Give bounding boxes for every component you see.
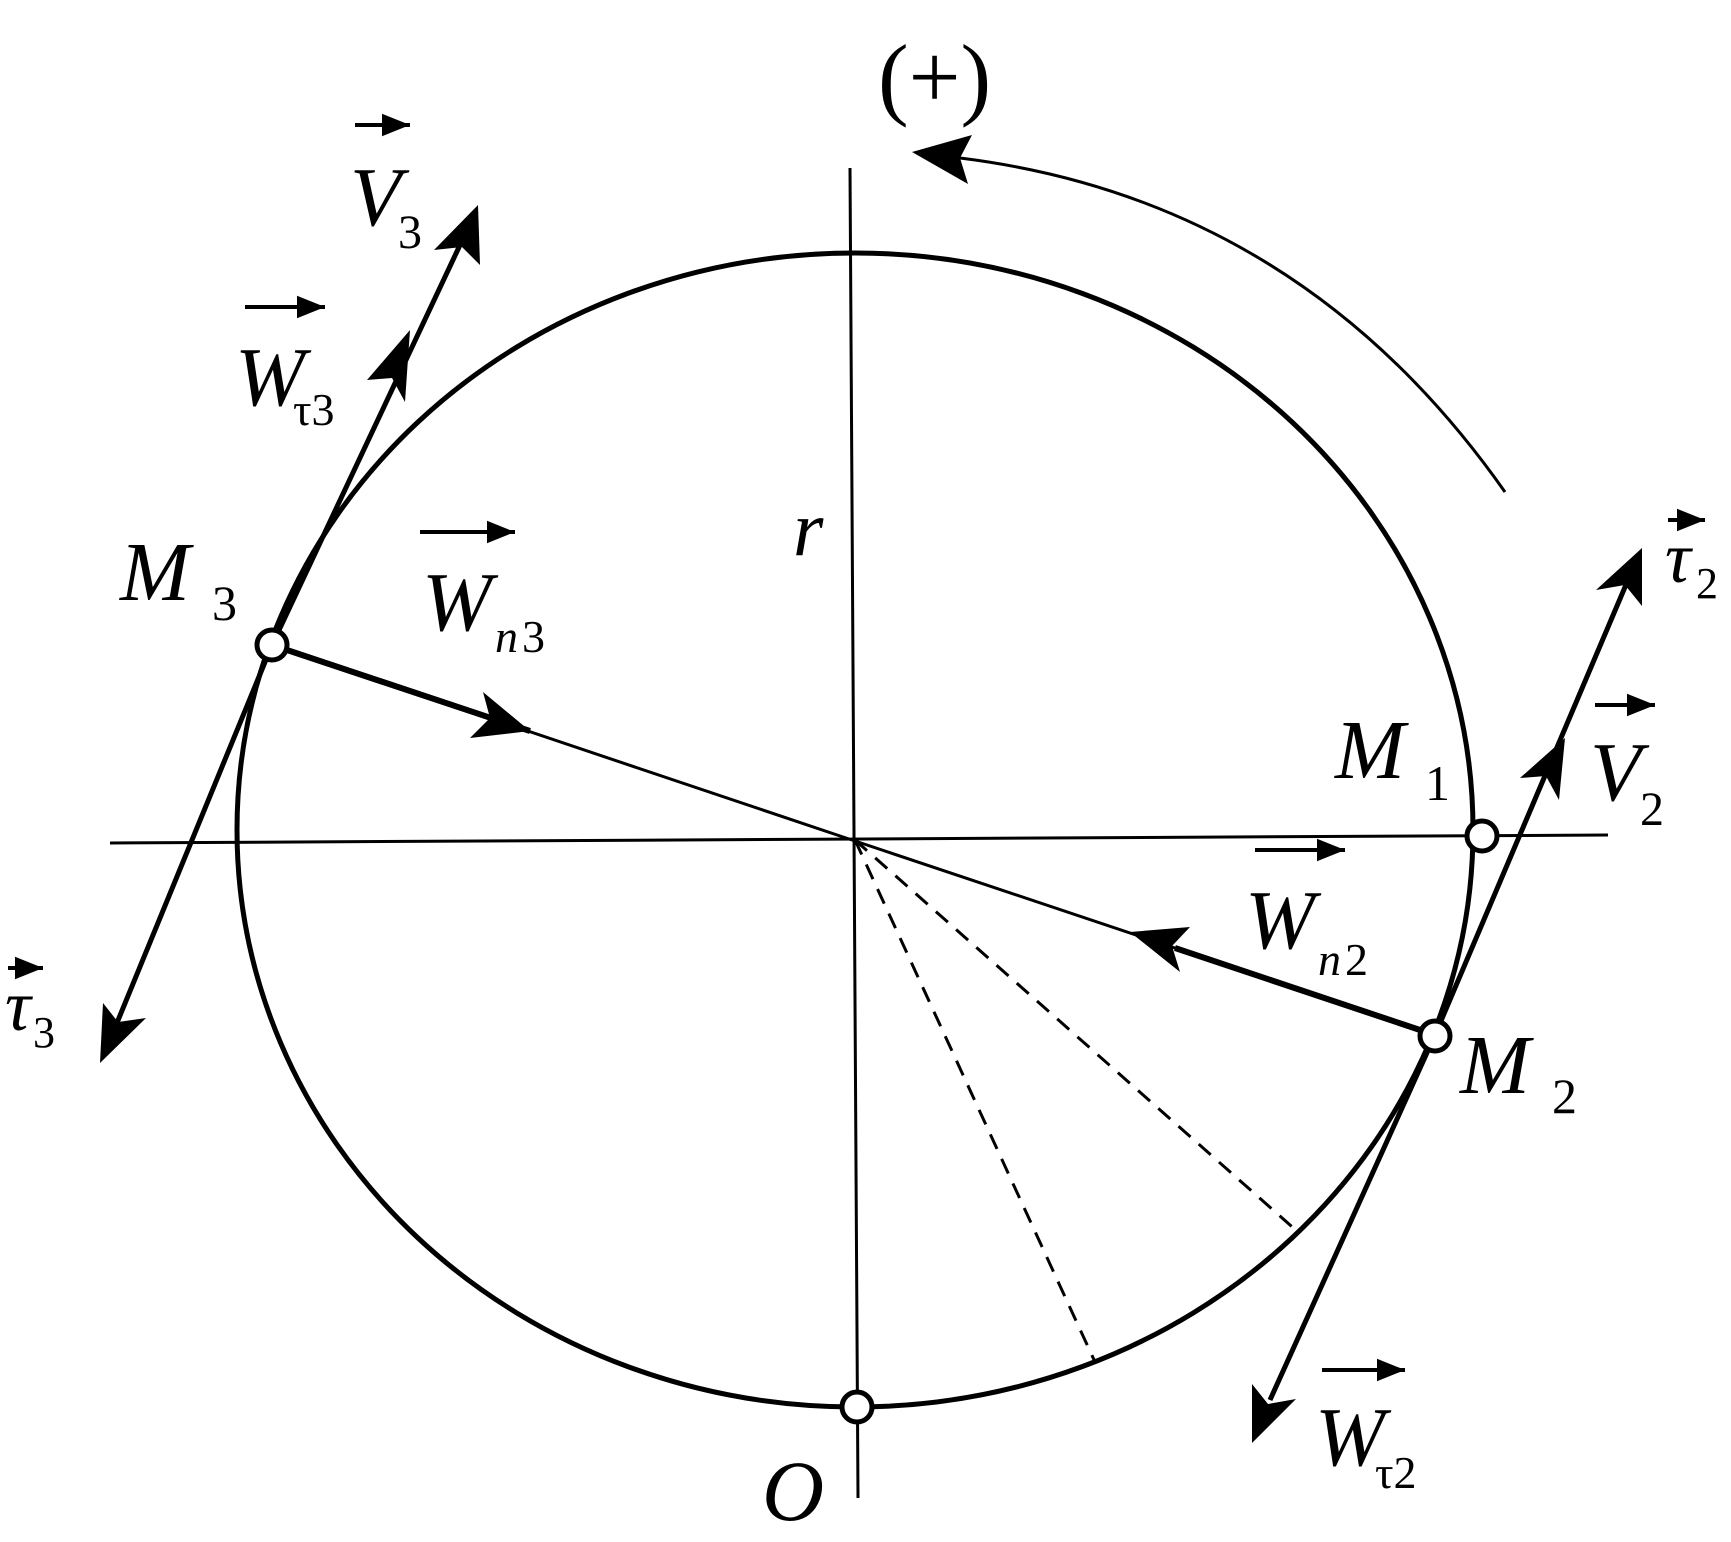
tangent-line-M3 xyxy=(109,644,275,1036)
svg-text:3: 3 xyxy=(398,206,422,259)
point-M1 xyxy=(1464,818,1500,854)
label-M3: M 3 xyxy=(119,526,237,631)
label-Wt2: W τ2 xyxy=(1315,1358,1417,1498)
svg-text:M: M xyxy=(1459,1019,1534,1112)
svg-text:1: 1 xyxy=(1425,755,1450,811)
svg-text:τ: τ xyxy=(1665,518,1693,598)
svg-text:2: 2 xyxy=(1696,559,1718,608)
svg-text:V: V xyxy=(1590,726,1650,819)
svg-text:W: W xyxy=(1245,874,1322,967)
svg-text:τ: τ xyxy=(5,966,33,1046)
tau2-arrowhead xyxy=(1596,548,1642,606)
svg-text:W: W xyxy=(235,331,312,424)
wn3-vector-shaft xyxy=(271,642,531,734)
label-V2: V 2 xyxy=(1590,693,1664,836)
wn2-vector-shaft xyxy=(1174,945,1436,1038)
v3-arrowhead xyxy=(434,205,480,265)
v2-arrowhead xyxy=(1520,738,1565,800)
label-tau2: τ 2 xyxy=(1665,508,1718,608)
horizontal-axis xyxy=(109,833,1609,845)
svg-text:M: M xyxy=(119,526,194,619)
wt2-arrowhead xyxy=(1252,1384,1296,1443)
svg-text:3: 3 xyxy=(522,611,545,662)
vertical-axis xyxy=(848,167,860,1499)
point-O xyxy=(839,1389,875,1425)
label-Wn2: W n 2 xyxy=(1245,838,1368,985)
dashed-radius-1 xyxy=(853,839,1097,1363)
rotation-arrowhead xyxy=(912,135,972,184)
label-tau3: τ 3 xyxy=(5,956,55,1057)
plus-direction-label: (+) xyxy=(878,26,991,128)
point-M2 xyxy=(1417,1018,1453,1054)
svg-text:W: W xyxy=(422,556,499,649)
label-M2: M 2 xyxy=(1459,1019,1577,1124)
rotation-direction-arc xyxy=(959,156,1507,493)
svg-text:2: 2 xyxy=(1640,783,1664,836)
svg-text:n: n xyxy=(495,611,518,662)
svg-text:W: W xyxy=(1315,1391,1392,1484)
origin-label: O xyxy=(762,1443,824,1539)
radius-label: r xyxy=(793,485,824,572)
svg-text:τ3: τ3 xyxy=(293,384,335,435)
svg-text:V: V xyxy=(350,151,410,244)
svg-text:2: 2 xyxy=(1552,1068,1577,1124)
wn2-arrowhead xyxy=(1130,927,1190,972)
wn3-arrowhead xyxy=(470,692,530,738)
svg-text:τ2: τ2 xyxy=(1375,1447,1417,1498)
label-Wn3: W n 3 xyxy=(420,520,545,662)
point-M3 xyxy=(254,627,290,663)
label-M1: M 1 xyxy=(1334,704,1450,811)
svg-text:3: 3 xyxy=(33,1008,55,1057)
tangent-line-M2 xyxy=(1432,579,1631,1036)
label-V3: V 3 xyxy=(350,113,422,259)
tau3-arrowhead xyxy=(100,1003,146,1063)
svg-text:M: M xyxy=(1334,704,1409,797)
dashed-radius-2 xyxy=(854,838,1299,1234)
svg-text:3: 3 xyxy=(212,575,237,631)
wt3-arrowhead xyxy=(367,330,410,402)
v3-vector-shaft xyxy=(269,243,463,647)
wt2-vector-shaft xyxy=(1267,1033,1438,1402)
label-Wt3: W τ3 xyxy=(235,295,335,435)
svg-text:2: 2 xyxy=(1345,934,1368,985)
svg-text:n: n xyxy=(1318,934,1341,985)
